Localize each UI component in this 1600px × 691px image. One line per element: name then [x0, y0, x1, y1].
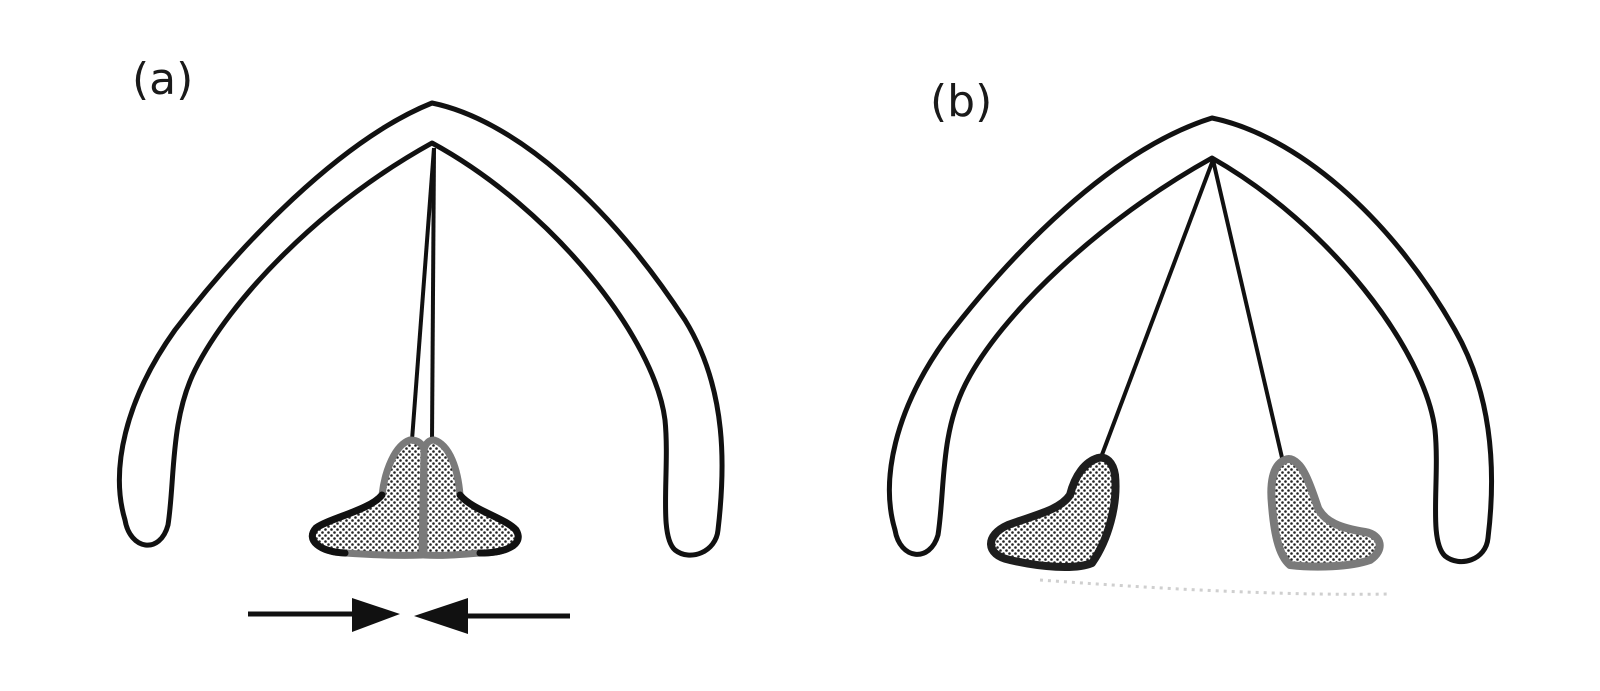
arytenoid-right-a: [420, 436, 522, 559]
panel-b: [886, 115, 1494, 596]
panel-label-a: (a): [132, 54, 194, 105]
arrow-right-a: [248, 598, 400, 632]
arytenoid-left-b: [987, 453, 1120, 571]
arytenoid-left-a-dark-edge: [308, 491, 386, 557]
vocal-fold-line-right-a: [430, 147, 436, 441]
cartilage-outline-a: [116, 100, 725, 558]
cartilage-outline-b: [886, 115, 1494, 565]
arytenoid-left-a: [308, 436, 428, 559]
faint-shadow-b: [1039, 578, 1391, 596]
arytenoid-right-b: [1267, 455, 1384, 571]
vocal-fold-line-left-a: [410, 147, 436, 441]
vocal-fold-line-right-b: [1211, 159, 1285, 463]
arrow-left-a: [414, 598, 570, 634]
panel-label-b: (b): [930, 76, 993, 127]
vocal-fold-line-left-b: [1098, 159, 1215, 461]
arytenoid-right-a-dark-edge: [456, 491, 522, 557]
panel-a: [116, 100, 725, 634]
